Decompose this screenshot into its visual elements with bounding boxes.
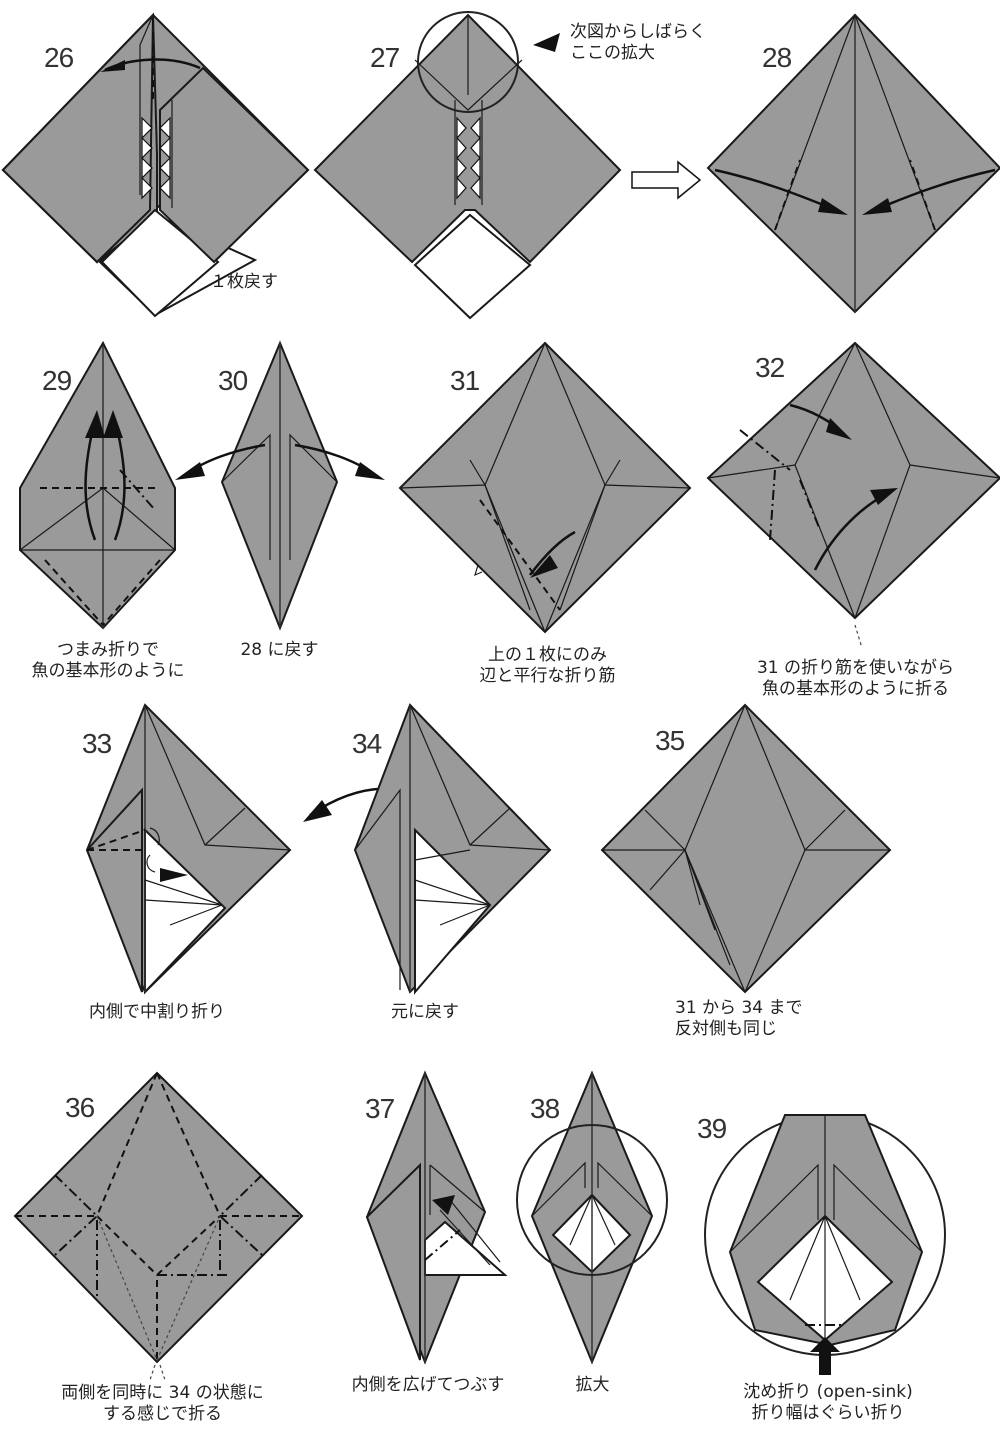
magnify-circle-icon xyxy=(704,1114,946,1356)
caption-line: 上の１枚にのみ xyxy=(488,645,607,665)
step-number-27: 27 xyxy=(370,42,400,73)
zigzag-left xyxy=(141,116,171,200)
step-number-26: 26 xyxy=(44,42,74,73)
step-number-39: 39 xyxy=(697,1113,727,1144)
caption-line: 次図からしばらく xyxy=(570,22,706,42)
step-number-32: 32 xyxy=(755,352,785,383)
step-number-37: 37 xyxy=(365,1093,395,1124)
caption-line: 沈め折り (open-sink) xyxy=(743,1382,913,1402)
step-number-28: 28 xyxy=(762,42,792,73)
caption-step-33: 内側で中割り折り xyxy=(89,1002,225,1022)
push-arrow-icon xyxy=(810,1337,840,1352)
caption-line: つまみ折りで xyxy=(57,640,159,660)
caption-step-39: 沈め折り (open-sink) 折り幅はぐらい折り xyxy=(718,1382,938,1424)
caption-step-34: 元に戻す xyxy=(391,1002,459,1022)
caption-line: する感じで折る xyxy=(103,1404,222,1424)
caption-step-29: つまみ折りで 魚の基本形のように xyxy=(8,640,208,682)
caption-line: 魚の基本形のように折る xyxy=(762,679,949,699)
hollow-next-arrow-icon xyxy=(631,160,702,200)
step-number-35: 35 xyxy=(655,725,685,756)
caption-step-31: 上の１枚にのみ 辺と平行な折り筋 xyxy=(455,645,640,687)
caption-step-36: 両側を同時に 34 の状態に する感じで折る xyxy=(30,1383,295,1425)
caption-step-30: 28 に戻す xyxy=(240,640,319,660)
magnify-circle-icon xyxy=(516,1124,668,1276)
caption-step-37: 内側を広げてつぶす xyxy=(351,1375,505,1395)
caption-step-32: 31 の折り筋を使いながら 魚の基本形のように折る xyxy=(728,658,983,700)
caption-line: 31 から 34 まで xyxy=(675,998,803,1018)
magnify-circle-icon xyxy=(417,11,519,113)
caption-line: 反対側も同じ xyxy=(675,1019,777,1039)
caption-step-26: １枚戻す xyxy=(210,272,278,292)
step-number-30: 30 xyxy=(218,365,248,396)
caption-step-27: 次図からしばらく ここの拡大 xyxy=(570,22,706,64)
step-number-34: 34 xyxy=(352,728,382,759)
step-number-33: 33 xyxy=(82,728,112,759)
step-number-31: 31 xyxy=(450,365,480,396)
fold-arrow-icon xyxy=(100,60,125,72)
caption-line: ここの拡大 xyxy=(570,43,655,63)
step-number-29: 29 xyxy=(42,365,72,396)
caption-step-35: 31 から 34 まで 反対側も同じ xyxy=(675,998,802,1040)
step-number-36: 36 xyxy=(65,1092,95,1123)
caption-step-38: 拡大 xyxy=(575,1375,610,1395)
fold-arrow-icon xyxy=(432,1195,455,1215)
caption-line: 魚の基本形のように xyxy=(31,661,185,681)
caption-line: 31 の折り筋を使いながら xyxy=(756,658,955,678)
step-number-38: 38 xyxy=(530,1093,560,1124)
caption-line: 辺と平行な折り筋 xyxy=(479,666,616,686)
caption-line: 折り幅はぐらい折り xyxy=(751,1403,905,1423)
fold-arrow-icon xyxy=(103,410,123,438)
pointer-triangle-icon xyxy=(533,33,560,52)
caption-line: 両側を同時に 34 の状態に xyxy=(61,1383,264,1403)
